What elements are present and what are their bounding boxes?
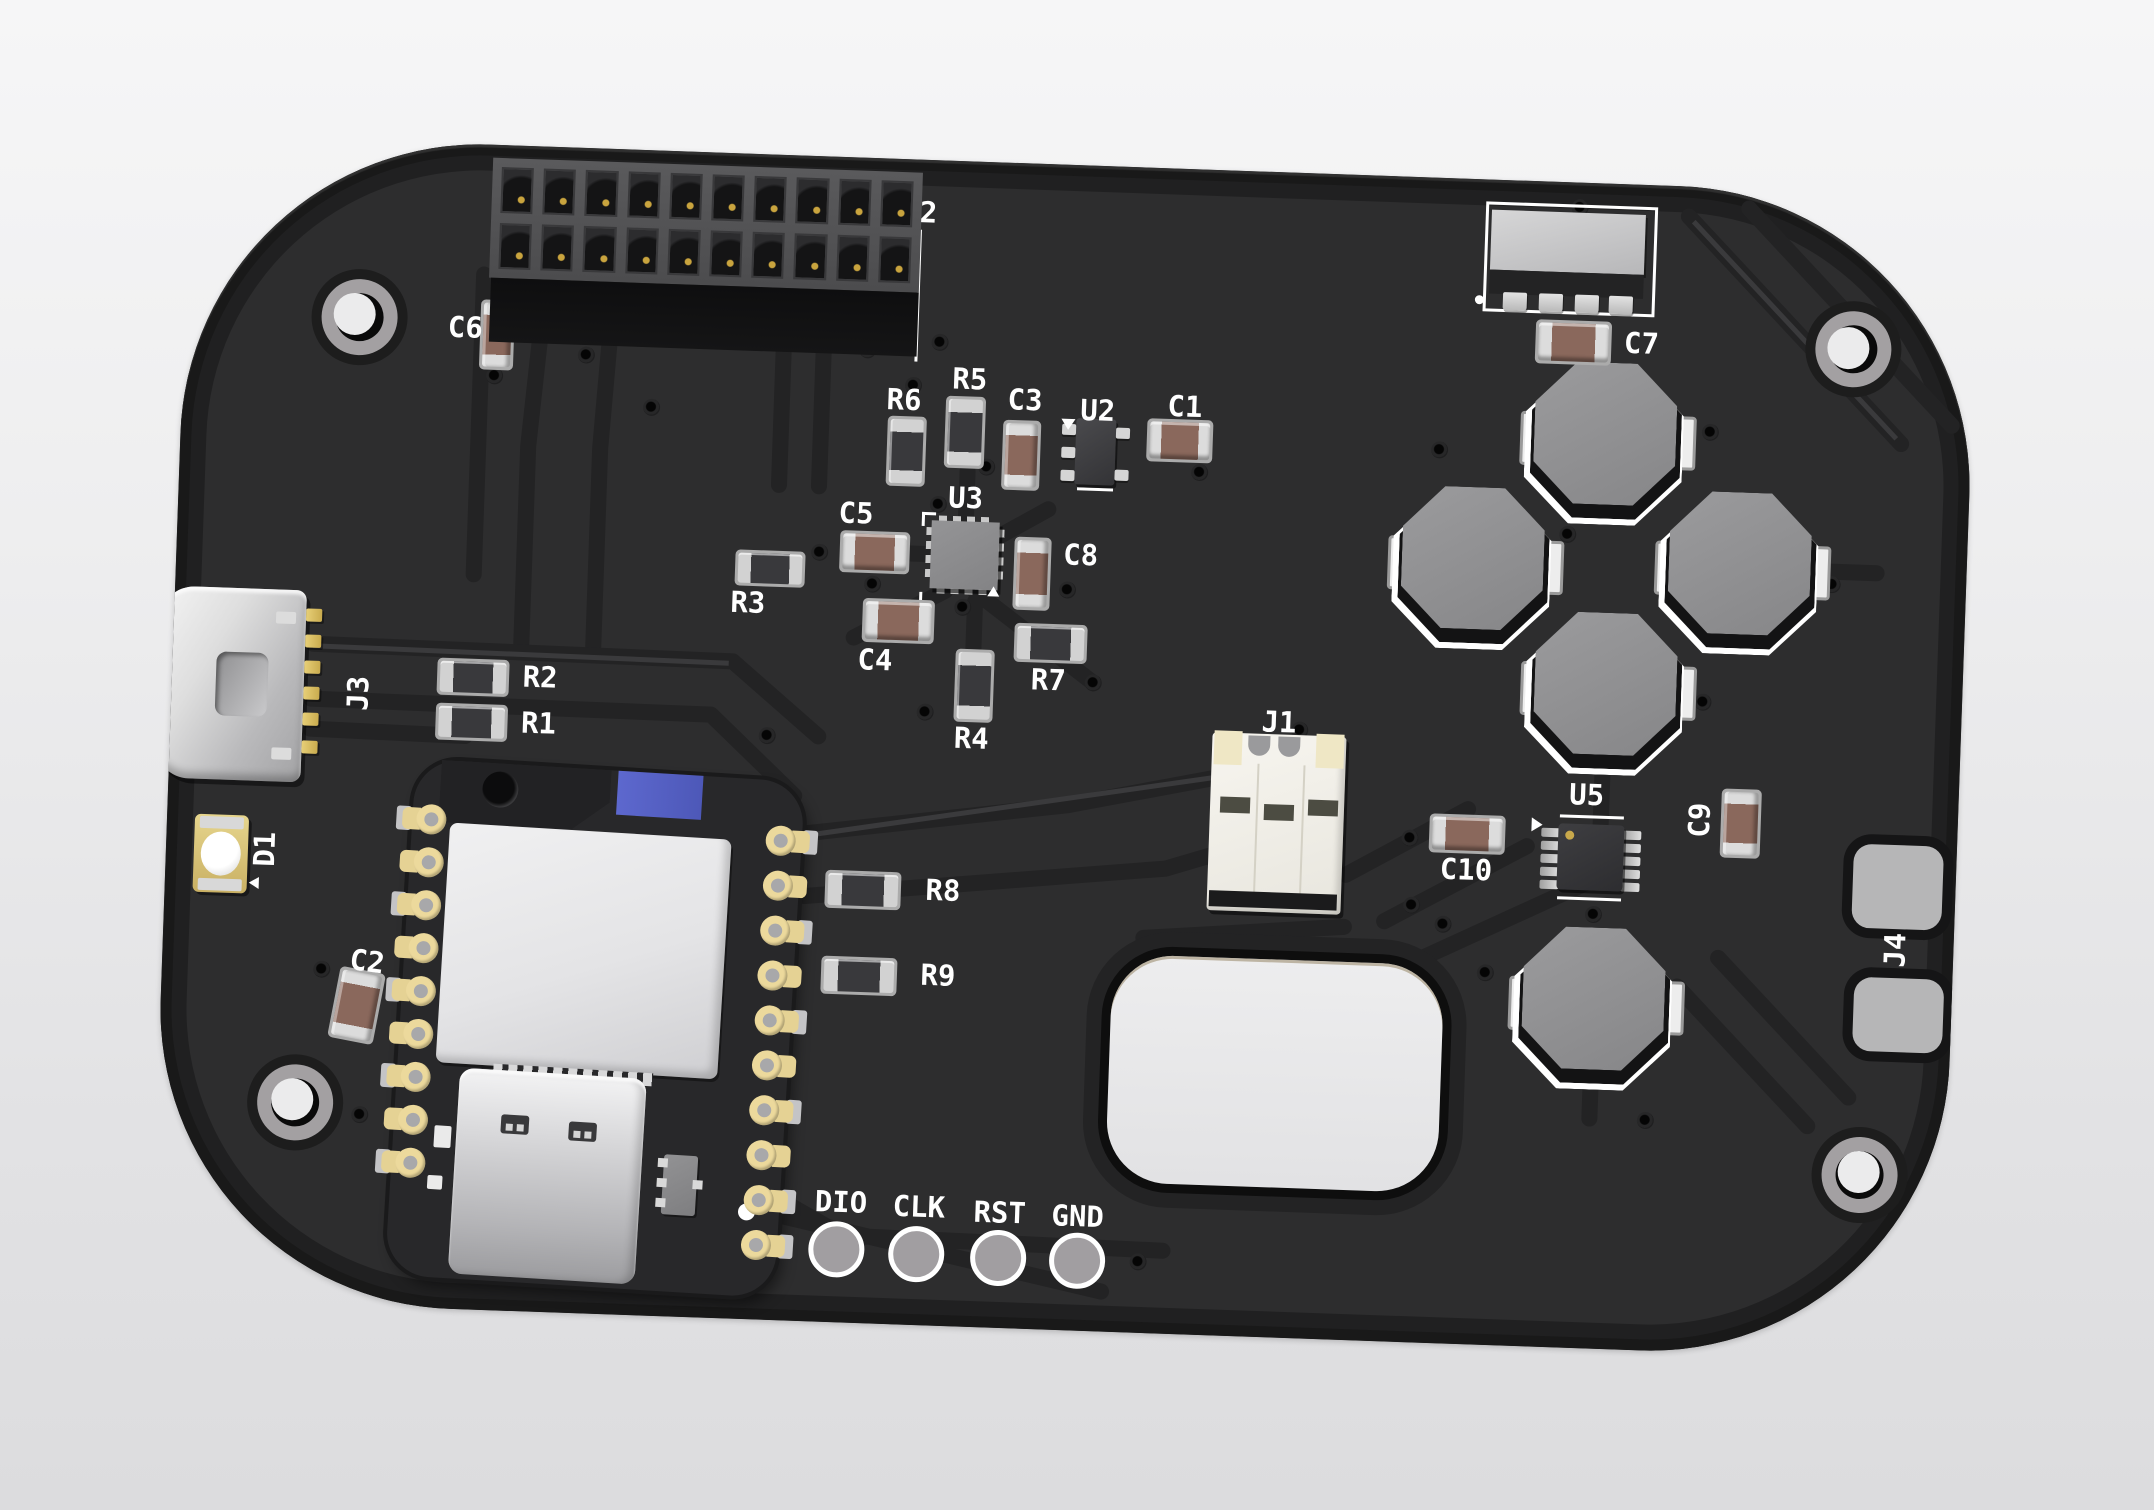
board-cutout xyxy=(1104,953,1445,1194)
module-usb-c-connector xyxy=(447,1067,647,1285)
U2-pin1-triangle xyxy=(1061,418,1076,431)
inductor xyxy=(1507,927,1686,1078)
inductor xyxy=(1386,487,1565,638)
capacitor-C7 xyxy=(1534,319,1613,366)
capacitor-C9 xyxy=(1719,788,1762,859)
label-C5: C5 xyxy=(838,495,875,531)
ic-U5 xyxy=(1539,820,1642,895)
resistor-R8 xyxy=(824,869,902,911)
pcb-board: 2 C6 R6 R5 C3 U2 C1 xyxy=(150,134,1980,1361)
pad-J4-lower xyxy=(1851,976,1945,1054)
label-C7: C7 xyxy=(1623,325,1660,361)
U5-pin1-triangle xyxy=(1531,817,1543,832)
label-C10: C10 xyxy=(1439,851,1493,888)
module-pad xyxy=(426,1174,443,1190)
capacitor-C8 xyxy=(1012,536,1052,611)
label-R1: R1 xyxy=(520,705,557,741)
label-CLK: CLK xyxy=(892,1188,946,1225)
resistor-R7 xyxy=(1013,622,1088,665)
resistor-R4 xyxy=(953,648,995,723)
U3-pin1-triangle xyxy=(987,586,1000,597)
module-blue-component xyxy=(615,770,704,820)
pin-header-top-face xyxy=(489,157,923,293)
mcu-module xyxy=(374,758,819,1299)
label-U3: U3 xyxy=(947,480,984,516)
label-C6: C6 xyxy=(447,309,484,345)
resistor-R1 xyxy=(434,702,509,743)
label-R6: R6 xyxy=(885,382,923,418)
resistor-R9 xyxy=(820,955,898,997)
label-R4: R4 xyxy=(953,720,990,756)
label-DIO: DIO xyxy=(814,1184,868,1220)
D1-polarity-triangle xyxy=(248,876,259,889)
inductor xyxy=(1653,492,1832,643)
pin-header-socket-2x10 xyxy=(487,157,923,357)
capacitor-C10 xyxy=(1428,813,1506,855)
label-C1: C1 xyxy=(1166,388,1204,425)
module-rf-shield xyxy=(435,822,732,1080)
label-C3: C3 xyxy=(1007,382,1044,418)
module-sot-component xyxy=(655,1154,703,1217)
label-R5: R5 xyxy=(951,361,988,397)
capacitor-C1 xyxy=(1146,418,1214,464)
label-RST: RST xyxy=(972,1194,1027,1231)
label-J1: J1 xyxy=(1260,704,1298,740)
module-pad xyxy=(433,1125,452,1149)
resistor-R3 xyxy=(734,549,806,588)
top-right-component xyxy=(1474,201,1659,318)
inductor xyxy=(1519,362,1697,513)
battery-connector-J1 xyxy=(1206,730,1347,915)
resistor-R6 xyxy=(885,415,927,487)
label-R2: R2 xyxy=(522,659,559,695)
led-D1 xyxy=(192,813,250,894)
resistor-R5 xyxy=(943,395,987,469)
label-J2-partial: 2 xyxy=(919,195,938,230)
label-C9: C9 xyxy=(1681,802,1717,839)
module-antenna-area xyxy=(438,760,611,832)
label-D1: D1 xyxy=(246,831,283,868)
ic-U3 xyxy=(924,515,1005,596)
label-U2: U2 xyxy=(1079,392,1116,429)
label-R8: R8 xyxy=(924,872,961,908)
capacitor-C3 xyxy=(1000,419,1042,491)
label-R9: R9 xyxy=(919,957,957,993)
label-C4: C4 xyxy=(856,642,893,678)
label-U5: U5 xyxy=(1568,777,1605,813)
capacitor-C4 xyxy=(861,597,936,645)
usb-c-connector-J3 xyxy=(154,585,327,783)
label-J4: J4 xyxy=(1877,932,1913,969)
label-C8: C8 xyxy=(1062,537,1099,573)
label-R7: R7 xyxy=(1030,662,1067,698)
resistor-R2 xyxy=(436,657,510,698)
label-C2: C2 xyxy=(347,942,387,981)
label-GND: GND xyxy=(1050,1198,1105,1235)
pad-J4-upper xyxy=(1851,843,1945,931)
inductor xyxy=(1519,612,1698,763)
label-J3: J3 xyxy=(340,675,376,712)
capacitor-C5 xyxy=(838,530,911,575)
label-R3: R3 xyxy=(729,584,766,620)
